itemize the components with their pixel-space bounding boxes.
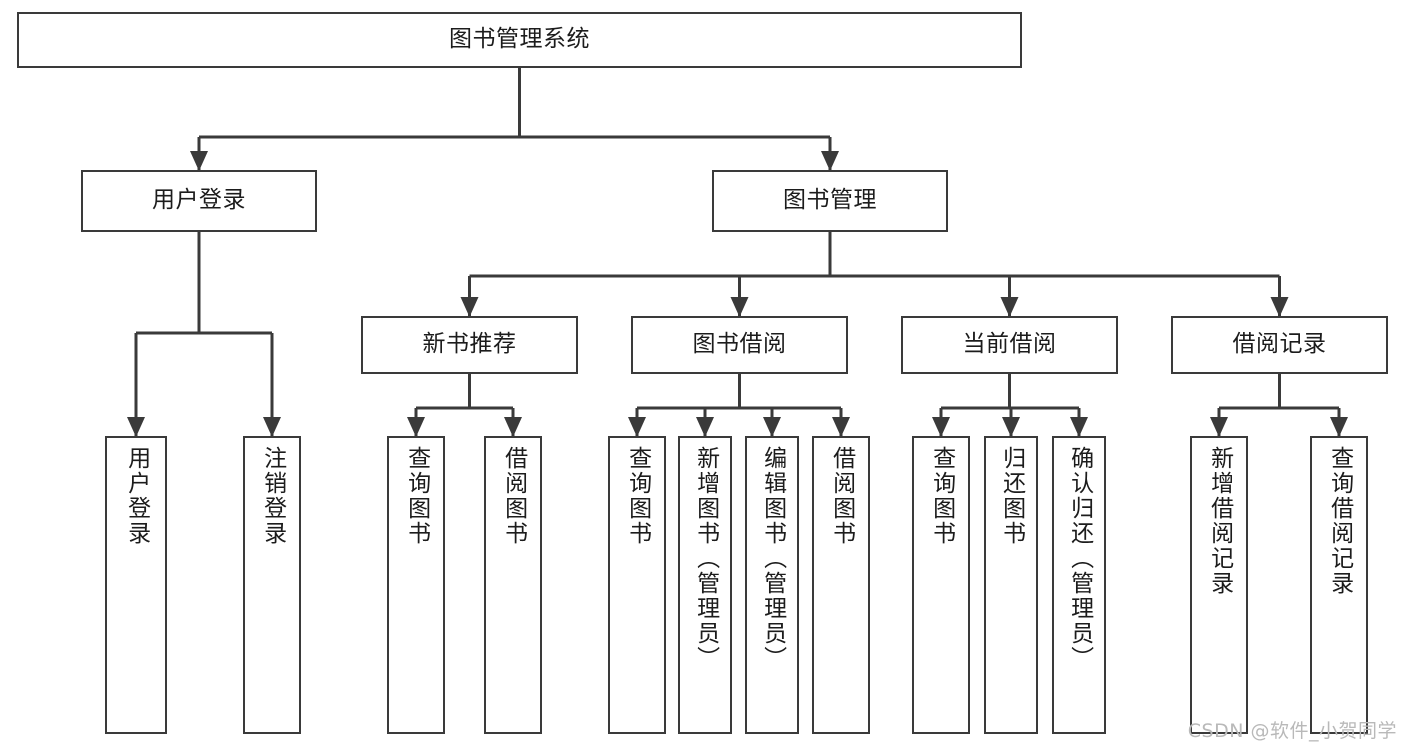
arrowhead-down-icon <box>127 417 145 437</box>
leaf-logout[interactable]: 注销登录 <box>243 436 301 734</box>
node-user-login[interactable]: 用户登录 <box>81 170 317 232</box>
leaf-add-borrow-record[interactable]: 新增借阅记录 <box>1190 436 1248 734</box>
leaf-borrow-book-2-label: 借阅图书 <box>828 446 855 546</box>
leaf-add-book-label: 新增图书（管理员） <box>692 446 719 671</box>
node-new-book-recommendation-label: 新书推荐 <box>422 331 517 358</box>
arrowhead-down-icon <box>190 151 208 171</box>
leaf-return-book[interactable]: 归还图书 <box>984 436 1038 734</box>
leaf-return-book-label: 归还图书 <box>998 446 1025 546</box>
arrowhead-down-icon <box>1000 297 1019 317</box>
leaf-user-login-label: 用户登录 <box>123 446 150 546</box>
arrowhead-down-icon <box>1330 417 1348 437</box>
node-book-borrowing-label: 图书借阅 <box>692 331 787 358</box>
arrowhead-down-icon <box>1070 417 1088 437</box>
leaf-user-login[interactable]: 用户登录 <box>105 436 167 734</box>
arrowhead-down-icon <box>832 417 850 437</box>
arrowhead-down-icon <box>628 417 646 437</box>
leaf-query-book-2[interactable]: 查询图书 <box>608 436 666 734</box>
arrowhead-down-icon <box>932 417 950 437</box>
leaf-add-borrow-record-label: 新增借阅记录 <box>1206 446 1233 596</box>
node-new-book-recommendation[interactable]: 新书推荐 <box>361 316 578 374</box>
arrowhead-down-icon <box>263 417 281 437</box>
arrowhead-down-icon <box>763 417 781 437</box>
node-book-borrowing[interactable]: 图书借阅 <box>631 316 848 374</box>
node-borrowing-record-label: 借阅记录 <box>1232 331 1327 358</box>
leaf-query-borrow-record[interactable]: 查询借阅记录 <box>1310 436 1368 734</box>
leaf-add-book[interactable]: 新增图书（管理员） <box>678 436 732 734</box>
leaf-edit-book[interactable]: 编辑图书（管理员） <box>745 436 799 734</box>
leaf-query-borrow-record-label: 查询借阅记录 <box>1326 446 1353 596</box>
node-book-management-label: 图书管理 <box>783 187 877 214</box>
arrowhead-down-icon <box>1210 417 1228 437</box>
node-user-login-label: 用户登录 <box>152 187 246 214</box>
leaf-confirm-return[interactable]: 确认归还（管理员） <box>1052 436 1106 734</box>
leaf-query-book-3-label: 查询图书 <box>928 446 955 546</box>
leaf-query-book-2-label: 查询图书 <box>624 446 651 546</box>
arrowhead-down-icon <box>460 297 479 317</box>
leaf-edit-book-label: 编辑图书（管理员） <box>759 446 786 671</box>
arrowhead-down-icon <box>1270 297 1289 317</box>
leaf-borrow-book-2[interactable]: 借阅图书 <box>812 436 870 734</box>
node-current-borrowing-label: 当前借阅 <box>962 331 1057 358</box>
arrowhead-down-icon <box>730 297 749 317</box>
node-borrowing-record[interactable]: 借阅记录 <box>1171 316 1388 374</box>
leaf-confirm-return-label: 确认归还（管理员） <box>1066 446 1093 671</box>
leaf-query-book-1[interactable]: 查询图书 <box>387 436 445 734</box>
leaf-logout-label: 注销登录 <box>259 446 286 546</box>
leaf-query-book-1-label: 查询图书 <box>403 446 430 546</box>
node-root-label: 图书管理系统 <box>449 26 590 53</box>
leaf-query-book-3[interactable]: 查询图书 <box>912 436 970 734</box>
arrowhead-down-icon <box>1002 417 1020 437</box>
leaf-borrow-book-1-label: 借阅图书 <box>500 446 527 546</box>
arrowhead-down-icon <box>696 417 714 437</box>
leaf-borrow-book-1[interactable]: 借阅图书 <box>484 436 542 734</box>
arrowhead-down-icon <box>407 417 425 437</box>
arrowhead-down-icon <box>504 417 522 437</box>
node-book-management[interactable]: 图书管理 <box>712 170 948 232</box>
node-root[interactable]: 图书管理系统 <box>17 12 1022 68</box>
node-current-borrowing[interactable]: 当前借阅 <box>901 316 1118 374</box>
arrowhead-down-icon <box>821 151 839 171</box>
